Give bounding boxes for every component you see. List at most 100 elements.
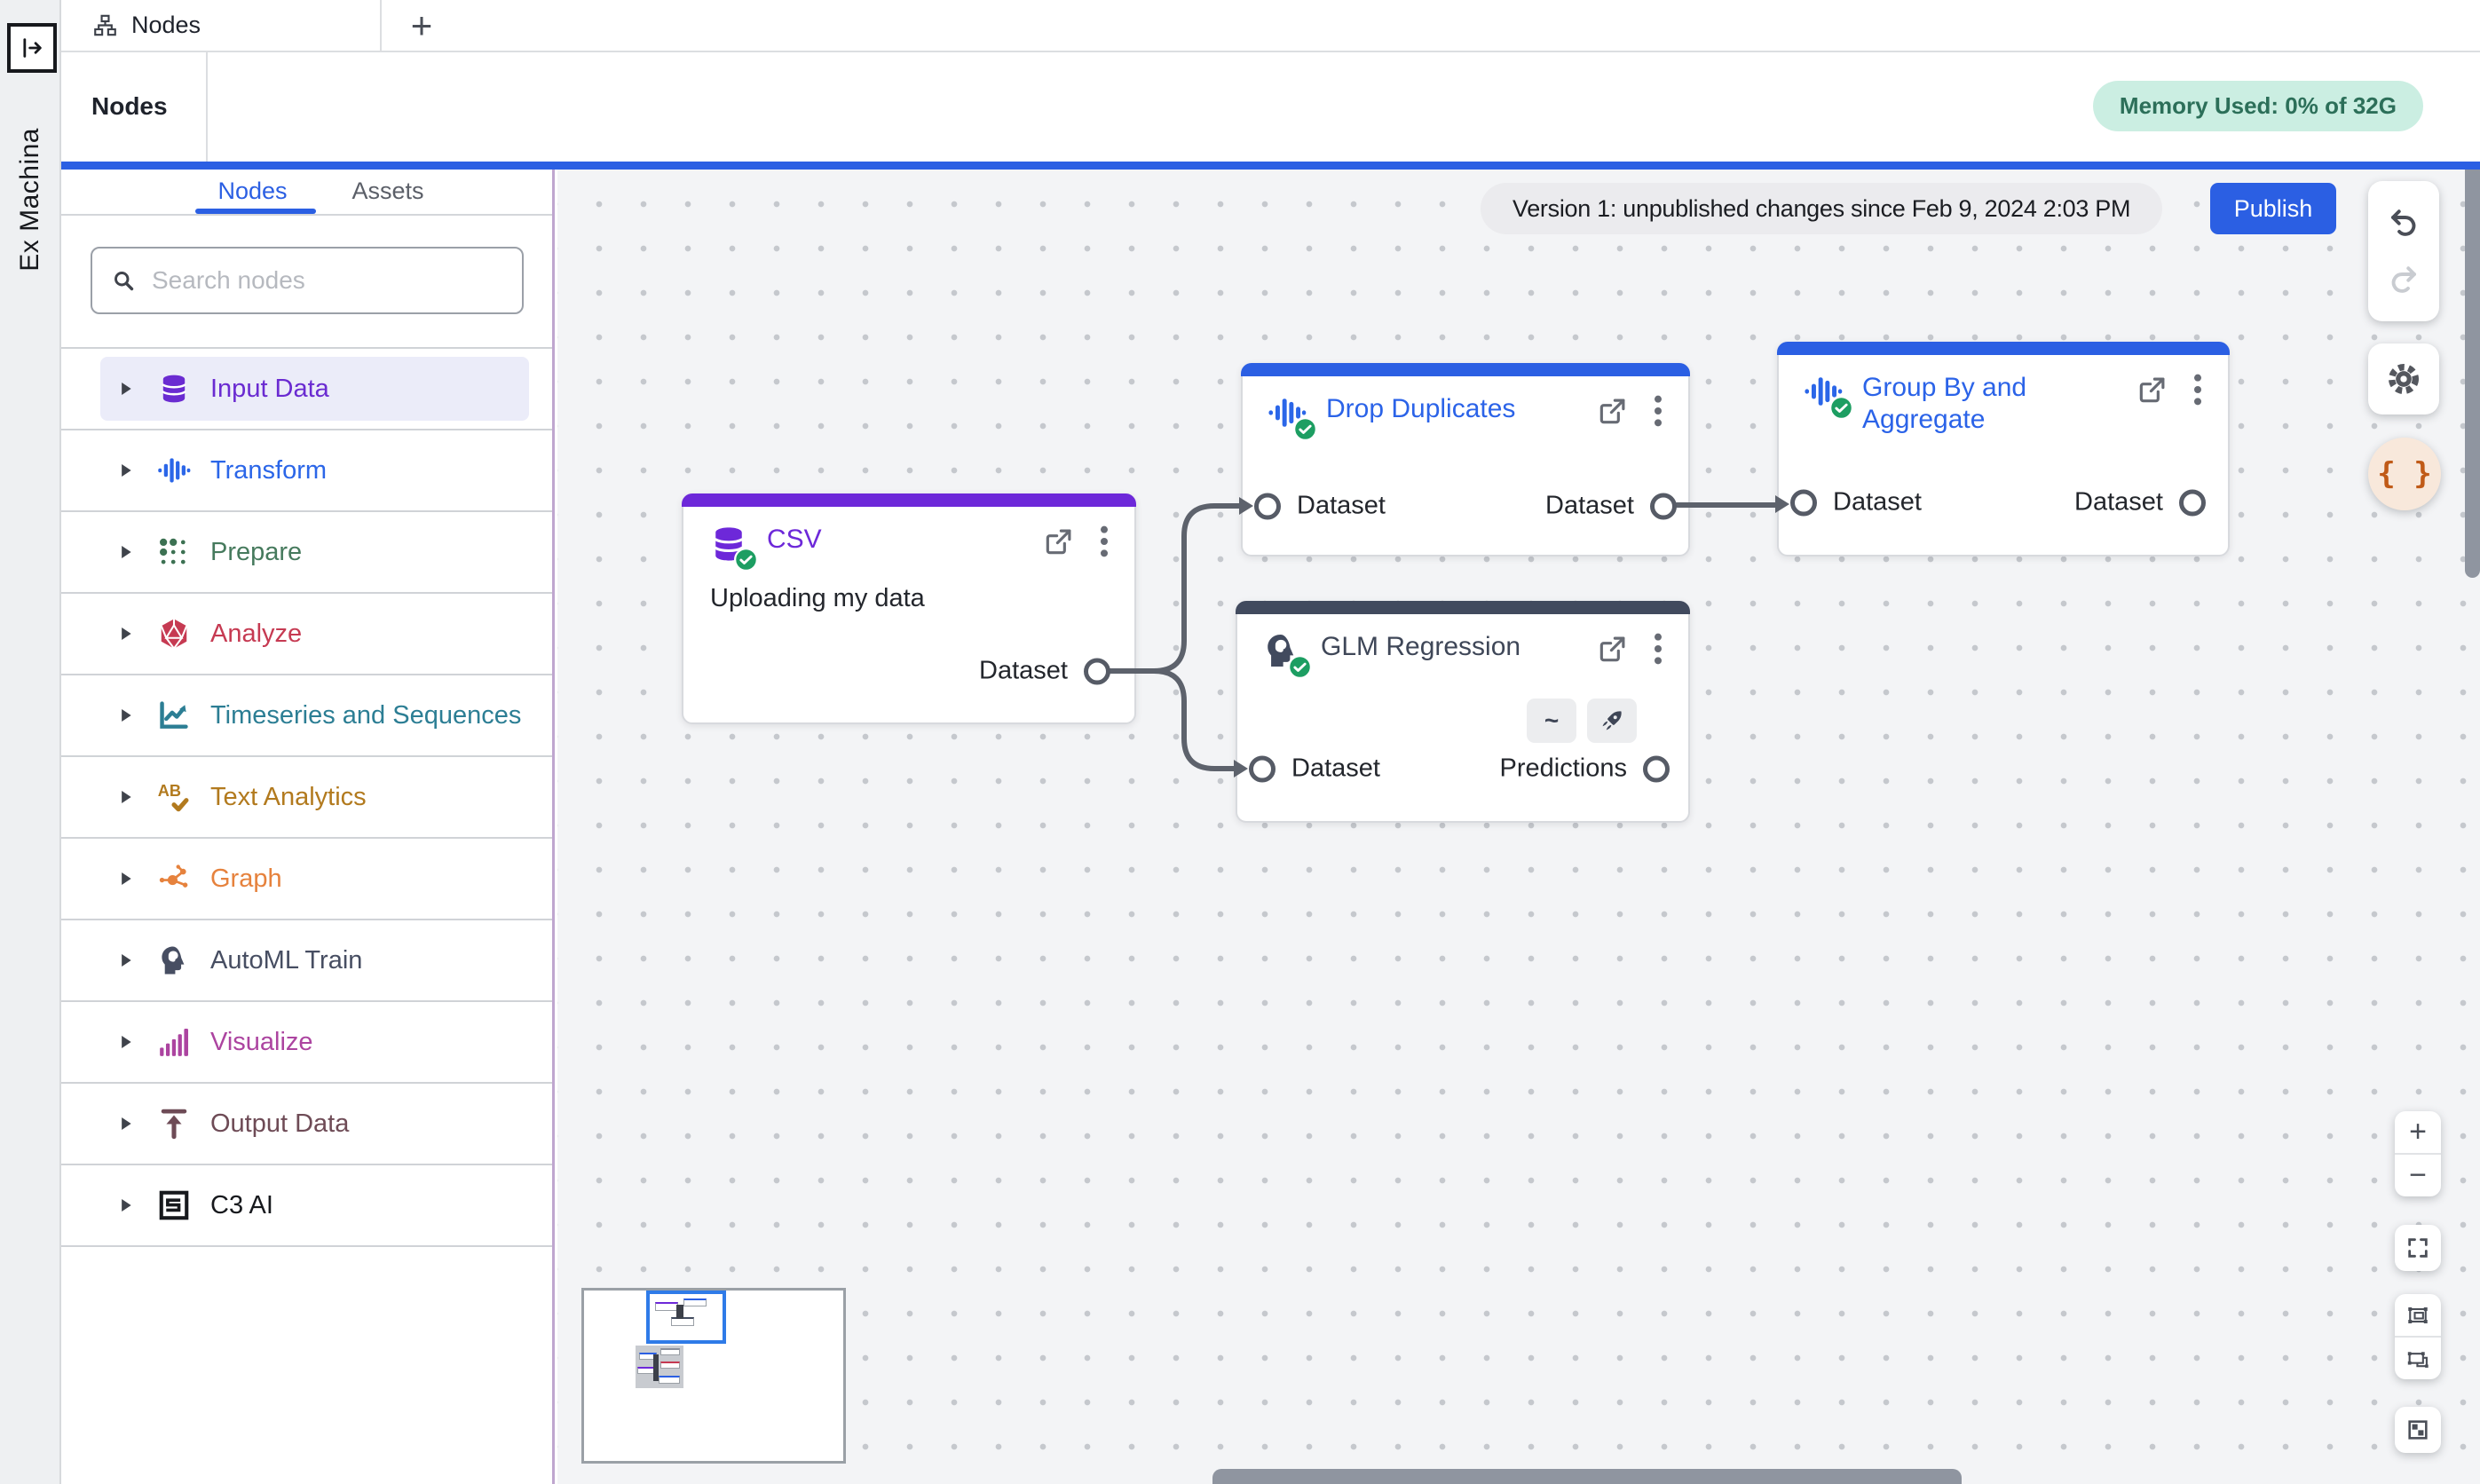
brand-label: Ex Machina xyxy=(14,128,44,272)
vertical-scrollbar[interactable] xyxy=(2465,170,2480,578)
minimap-toggle-button[interactable] xyxy=(2405,1417,2430,1442)
caret-right-icon[interactable] xyxy=(122,709,132,722)
success-check-icon xyxy=(734,548,758,572)
accent-bar xyxy=(59,162,2480,170)
sitemap-icon xyxy=(94,14,116,36)
caret-right-icon[interactable] xyxy=(122,1117,132,1130)
node-csv[interactable]: CSV Uploading my data xyxy=(682,493,1136,724)
sidebar-item-graph[interactable]: Graph xyxy=(59,837,552,919)
sidebar-tab-nodes[interactable]: Nodes xyxy=(217,177,288,204)
multi-select-button[interactable] xyxy=(2405,1346,2430,1371)
page-header: Nodes Memory Used: 0% of 32G xyxy=(59,51,2480,162)
ab-check-icon: AB xyxy=(158,782,189,812)
node-title: GLM Regression xyxy=(1321,632,1521,661)
sidebar-item-label: C3 AI xyxy=(210,1190,273,1220)
fit-view-button[interactable] xyxy=(2405,1235,2430,1260)
redo-button[interactable] xyxy=(2388,264,2420,296)
category-list: Input Data Transform xyxy=(59,347,552,1247)
open-node-icon[interactable] xyxy=(1042,525,1076,558)
port-handle[interactable] xyxy=(1790,489,1817,516)
horizontal-scrollbar[interactable] xyxy=(1212,1469,1962,1484)
fit-view-control xyxy=(2395,1225,2441,1271)
zoom-in-button[interactable]: + xyxy=(2409,1115,2427,1149)
tab-title: Nodes xyxy=(131,12,201,38)
sidebar-item-c3-ai[interactable]: C3 AI xyxy=(59,1164,552,1245)
caret-right-icon[interactable] xyxy=(122,954,132,967)
port-handle[interactable] xyxy=(1643,755,1670,782)
node-drop-duplicates[interactable]: Drop Duplicates xyxy=(1241,363,1690,556)
database-icon xyxy=(162,375,186,403)
select-nodes-button[interactable] xyxy=(2405,1303,2430,1328)
input-port-dataset: Dataset xyxy=(1790,488,1922,517)
new-tab-button[interactable]: + xyxy=(410,4,433,46)
kebab-menu-icon[interactable] xyxy=(2192,372,2203,407)
network-icon xyxy=(159,864,188,888)
port-label: Dataset xyxy=(1833,487,1922,517)
open-node-icon[interactable] xyxy=(2136,373,2169,407)
node-group-by-aggregate[interactable]: Group By and Aggregate xyxy=(1777,342,2230,556)
zoom-out-button[interactable]: − xyxy=(2409,1158,2427,1192)
publish-button[interactable]: Publish xyxy=(2210,183,2336,234)
search-icon xyxy=(115,271,134,290)
kebab-menu-icon[interactable] xyxy=(1653,393,1663,429)
caret-right-icon[interactable] xyxy=(122,628,132,640)
function-tool-button[interactable]: ~ xyxy=(1527,699,1576,743)
port-label: Dataset xyxy=(1291,754,1380,783)
sidebar-item-visualize[interactable]: Visualize xyxy=(59,1000,552,1082)
sidebar-item-automl-train[interactable]: AutoML Train xyxy=(59,919,552,1000)
node-glm-regression[interactable]: GLM Regression ~ xyxy=(1236,601,1690,823)
sidebar-item-analyze[interactable]: Analyze xyxy=(59,592,552,674)
undo-button[interactable] xyxy=(2388,207,2420,239)
caret-right-icon[interactable] xyxy=(122,872,132,885)
open-node-icon[interactable] xyxy=(1596,394,1630,428)
waveform-icon xyxy=(158,458,191,483)
sidebar-item-timeseries[interactable]: Timeseries and Sequences xyxy=(59,674,552,755)
caret-right-icon[interactable] xyxy=(122,791,132,803)
dots-grid-icon xyxy=(160,538,186,564)
sidebar-item-input-data[interactable]: Input Data xyxy=(59,347,552,429)
port-handle[interactable] xyxy=(1254,493,1281,519)
caret-right-icon[interactable] xyxy=(122,1036,132,1048)
deploy-tool-button[interactable] xyxy=(1587,699,1637,743)
settings-control xyxy=(2368,343,2439,414)
caret-right-icon[interactable] xyxy=(122,383,132,395)
node-description: Uploading my data xyxy=(710,584,925,612)
minimap[interactable] xyxy=(581,1288,846,1464)
sidebar-item-label: Visualize xyxy=(210,1027,313,1056)
code-view-button[interactable]: { } xyxy=(2368,438,2441,510)
open-node-icon[interactable] xyxy=(1596,632,1630,666)
port-handle[interactable] xyxy=(2179,489,2206,516)
sidebar-item-label: Analyze xyxy=(210,619,303,648)
port-label: Predictions xyxy=(1499,754,1627,783)
sidebar-item-transform[interactable]: Transform xyxy=(59,429,552,510)
output-port-predictions: Predictions xyxy=(1500,754,1670,784)
port-handle[interactable] xyxy=(1084,658,1110,684)
success-check-icon xyxy=(1829,396,1853,420)
zoom-controls: + − xyxy=(2395,1111,2441,1196)
sidebar-tab-assets[interactable]: Assets xyxy=(351,177,424,204)
success-check-icon xyxy=(1293,417,1317,441)
rocket-icon xyxy=(1602,711,1622,730)
memory-usage-badge: Memory Used: 0% of 32G xyxy=(2092,81,2423,131)
caret-right-icon[interactable] xyxy=(122,464,132,477)
tab-nodes[interactable]: Nodes xyxy=(59,0,382,51)
search-input[interactable] xyxy=(150,265,502,296)
output-port-dataset: Dataset xyxy=(979,657,1110,686)
port-label: Dataset xyxy=(1297,491,1386,520)
port-handle[interactable] xyxy=(1650,493,1677,519)
port-label: Dataset xyxy=(979,656,1068,685)
caret-right-icon[interactable] xyxy=(122,546,132,558)
sidebar-item-output-data[interactable]: Output Data xyxy=(59,1082,552,1164)
port-handle[interactable] xyxy=(1249,755,1276,782)
database-icon xyxy=(708,524,758,572)
settings-button[interactable] xyxy=(2386,361,2421,397)
kebab-menu-icon[interactable] xyxy=(1099,524,1110,559)
sidebar-item-text-analytics[interactable]: AB Text Analytics xyxy=(59,755,552,837)
kebab-menu-icon[interactable] xyxy=(1653,631,1663,667)
sidebar-item-prepare[interactable]: Prepare xyxy=(59,510,552,592)
undo-icon xyxy=(2391,209,2416,236)
caret-right-icon[interactable] xyxy=(122,1199,132,1212)
polyhedron-icon xyxy=(160,619,188,650)
minimap-viewport[interactable] xyxy=(646,1291,726,1344)
expand-panel-button[interactable] xyxy=(7,23,57,73)
